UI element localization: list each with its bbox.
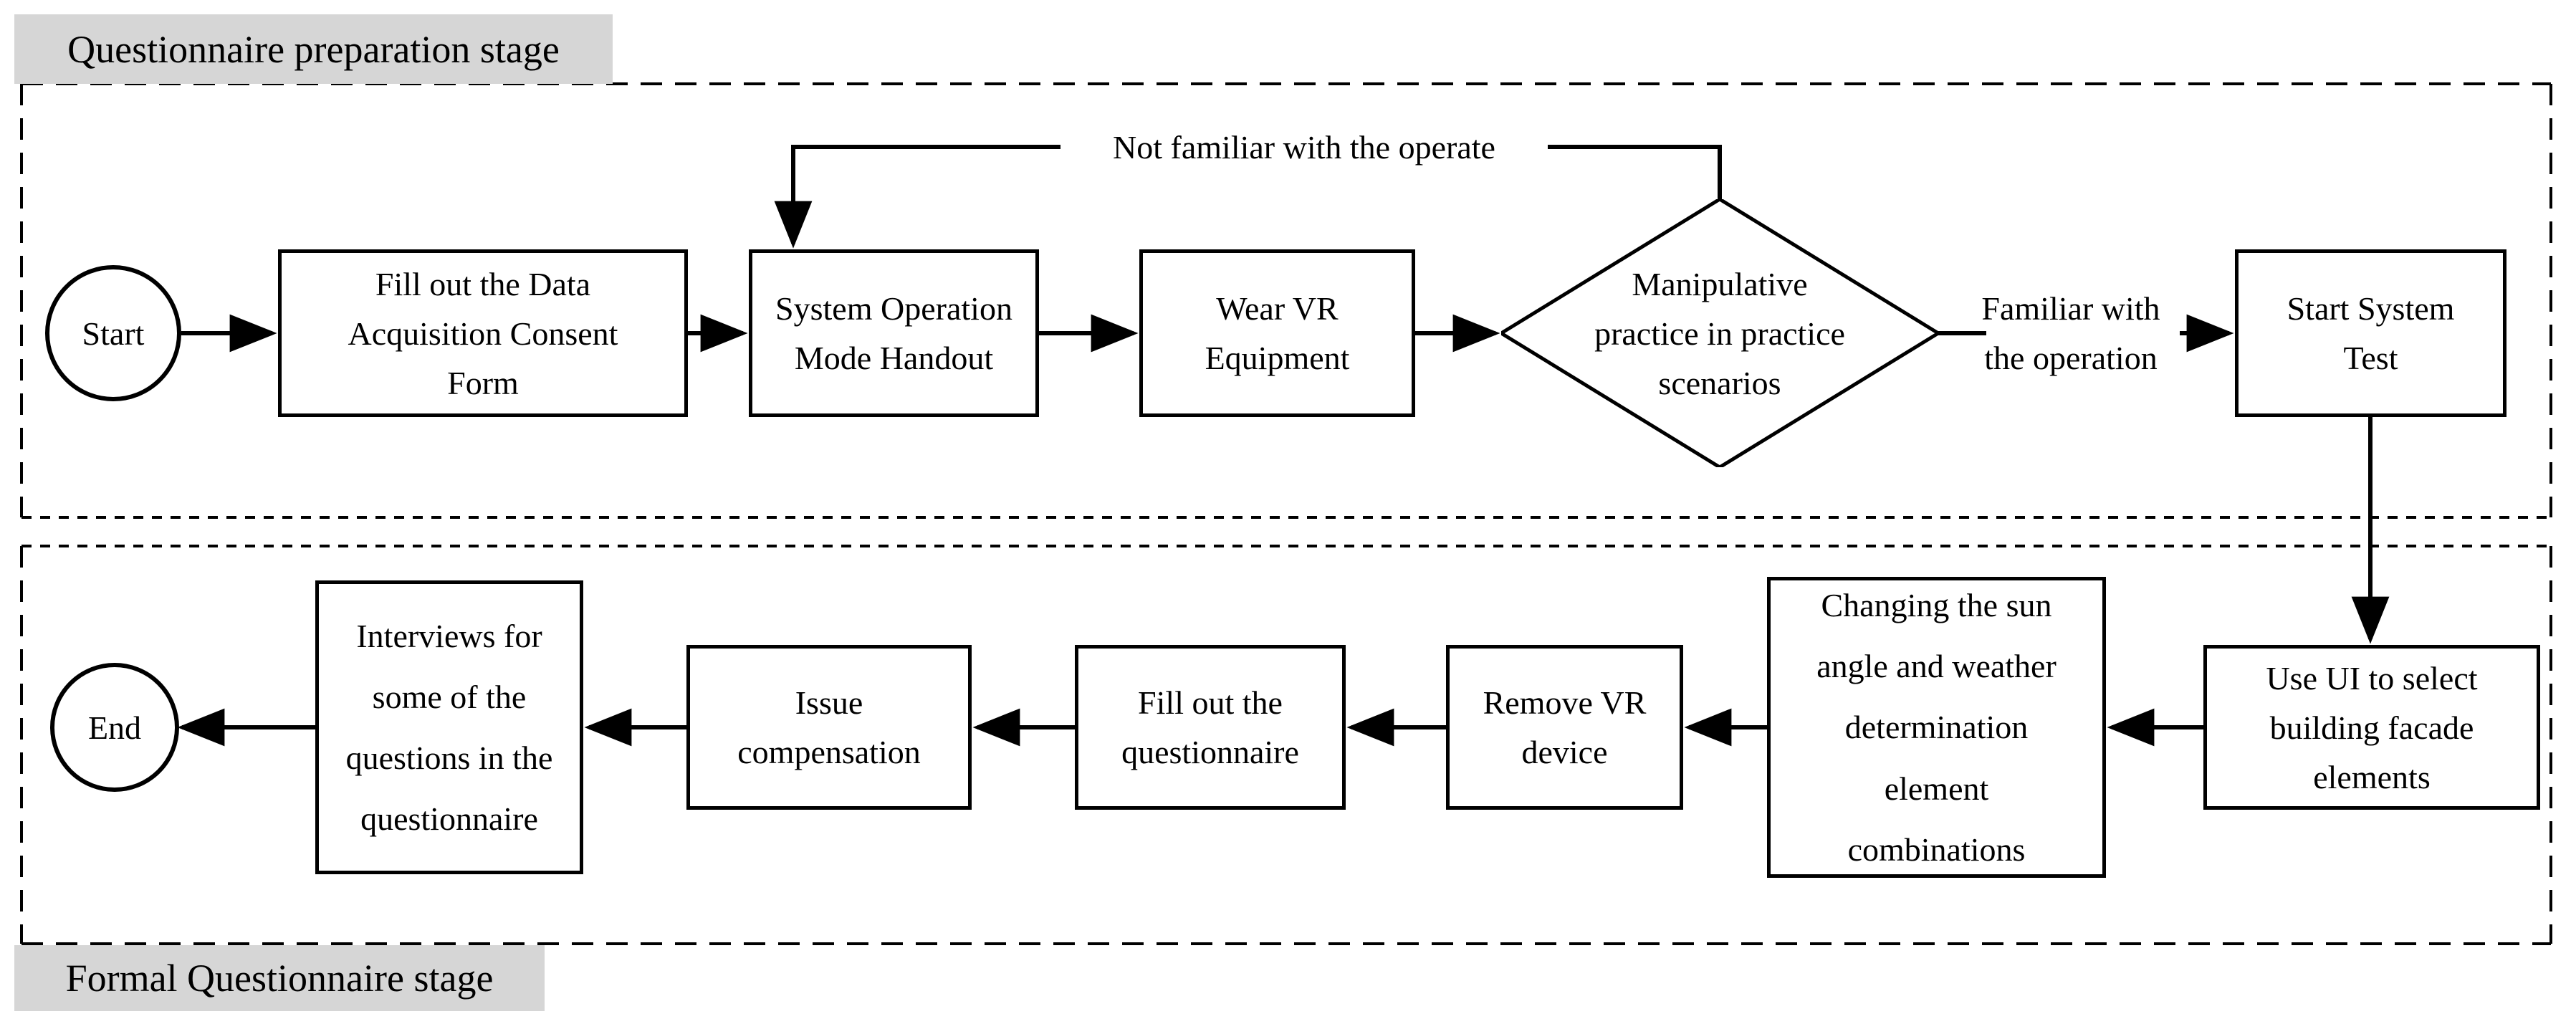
stage-label-formal: Formal Questionnaire stage <box>14 945 545 1011</box>
node-practice-decision: Manipulative practice in practice scenar… <box>1501 199 1938 467</box>
node-issue-compensation: Issue compensation <box>686 645 972 810</box>
edge-label-familiar: Familiar with the operation <box>1981 290 2160 376</box>
stage-2-border <box>20 545 2552 945</box>
node-wear-vr-equipment: Wear VR Equipment <box>1139 249 1415 417</box>
node-select-facade: Use UI to select building facade element… <box>2203 645 2540 810</box>
stage-label-preparation: Questionnaire preparation stage <box>14 14 613 84</box>
node-start: Start <box>45 265 181 401</box>
decision-diamond-shape <box>1501 199 1938 467</box>
node-start-system-test: Start System Test <box>2235 249 2506 417</box>
edge-label-not-familiar: Not familiar with the operate <box>1060 122 1548 172</box>
node-end: End <box>50 663 179 792</box>
decision-diamond-label: Manipulative practice in practice scenar… <box>1594 265 1845 401</box>
node-remove-vr-device: Remove VR device <box>1446 645 1683 810</box>
node-consent-form: Fill out the Data Acquisition Consent Fo… <box>278 249 688 417</box>
node-fill-questionnaire: Fill out the questionnaire <box>1075 645 1346 810</box>
node-sun-weather-combinations: Changing the sun angle and weather deter… <box>1767 577 2106 878</box>
node-interviews: Interviews for some of the questions in … <box>315 580 583 874</box>
stage-1-border <box>20 82 2552 519</box>
node-system-operation-handout: System Operation Mode Handout <box>749 249 1039 417</box>
